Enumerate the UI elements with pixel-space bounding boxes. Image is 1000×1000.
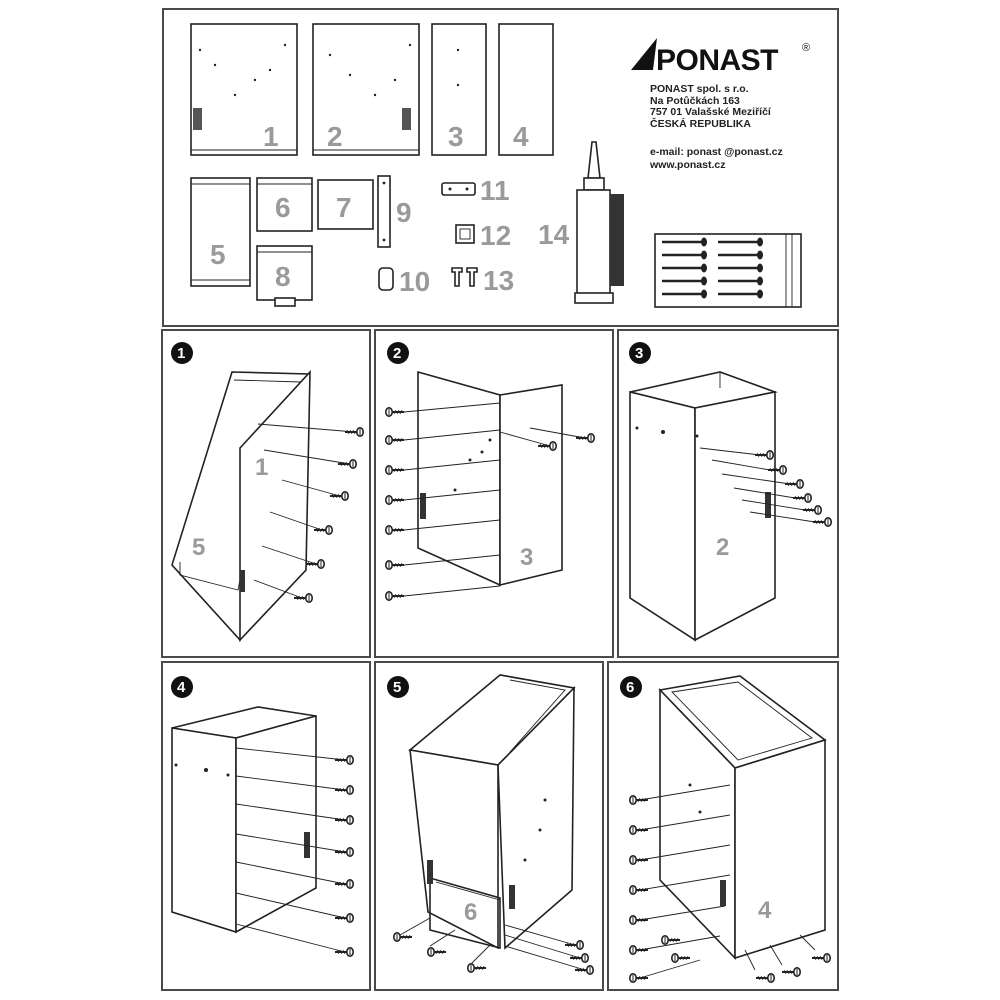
screw-icon	[662, 237, 707, 247]
part-5	[190, 177, 251, 287]
part-1	[190, 23, 298, 156]
step-badge-2: 2	[387, 342, 409, 364]
part-label-11: 11	[480, 175, 510, 206]
svg-text:1: 1	[177, 345, 185, 362]
step-2-drawing	[384, 370, 596, 602]
screw-icon	[662, 250, 707, 260]
step-badge-4: 4	[171, 676, 193, 698]
address-line-country: ČESKÁ REPUBLIKA	[650, 117, 751, 130]
part-11	[441, 182, 476, 196]
step-badge-5: 5	[387, 676, 409, 698]
svg-text:4: 4	[177, 679, 186, 696]
part-4	[498, 23, 554, 156]
part-label-12: 12	[480, 220, 511, 251]
step-1-label-1: 1	[255, 454, 268, 481]
part-label-10: 10	[399, 266, 430, 297]
step-4-drawing	[171, 706, 355, 958]
step-5-panel	[374, 661, 604, 991]
step-3-label-2: 2	[716, 534, 729, 561]
step-5-label-6: 6	[464, 899, 477, 926]
company-contact: e-mail: ponast @ponast.cz www.ponast.cz	[650, 146, 783, 172]
part-3	[431, 23, 487, 156]
part-6	[256, 177, 313, 232]
part-13	[451, 267, 478, 287]
part-label-14: 14	[538, 219, 570, 250]
step-6-label-4: 4	[758, 897, 772, 924]
step-1-label-5: 5	[192, 534, 205, 561]
part-label-7: 7	[336, 192, 352, 223]
address-line-company: PONAST spol. s r.o.	[650, 83, 749, 95]
screw-icon	[662, 289, 707, 299]
step-badge-1: 1	[171, 342, 193, 364]
step-1-drawing	[171, 369, 365, 643]
screw-icon	[718, 237, 763, 247]
part-label-2: 2	[327, 121, 343, 152]
step-3-drawing	[629, 371, 833, 642]
part-label-5: 5	[210, 239, 226, 270]
screw-icon	[662, 276, 707, 286]
screw-icon	[718, 276, 763, 286]
brand-logo-triangle-icon	[631, 38, 657, 70]
registered-mark: ®	[802, 42, 811, 54]
screw-icon	[662, 263, 707, 273]
brand-name: PONAST	[656, 44, 779, 77]
step-badge-6: 6	[620, 676, 642, 698]
screw-icon	[718, 263, 763, 273]
glue-tube-icon	[574, 141, 624, 304]
step-2-label-3: 3	[520, 544, 533, 571]
part-label-6: 6	[275, 192, 291, 223]
step-2-panel	[374, 329, 614, 658]
contact-website[interactable]: www.ponast.cz	[650, 159, 726, 171]
step-6-panel	[607, 661, 839, 991]
svg-text:6: 6	[626, 679, 634, 696]
step-6-drawing	[628, 675, 832, 984]
part-label-1: 1	[263, 121, 279, 152]
screw-icon	[718, 250, 763, 260]
part-label-13: 13	[483, 265, 514, 296]
step-3-panel	[617, 329, 839, 658]
svg-text:3: 3	[635, 345, 643, 362]
part-label-9: 9	[396, 197, 412, 228]
part-label-8: 8	[275, 261, 291, 292]
part-9	[377, 175, 391, 248]
address-line-street: Na Potůčkách 163	[650, 94, 740, 107]
step-badge-3: 3	[629, 342, 651, 364]
step-5-drawing	[392, 674, 595, 976]
step-1-panel	[161, 329, 371, 658]
svg-text:2: 2	[393, 345, 401, 362]
part-12	[455, 224, 475, 244]
contact-email[interactable]: e-mail: ponast @ponast.cz	[650, 146, 783, 158]
part-7	[317, 179, 374, 230]
company-address: PONAST spol. s r.o. Na Potůčkách 163 757…	[650, 83, 771, 130]
part-2	[312, 23, 420, 156]
part-8	[256, 245, 313, 307]
part-label-3: 3	[448, 121, 464, 152]
step-4-panel	[161, 661, 371, 991]
svg-text:5: 5	[393, 679, 401, 696]
part-label-4: 4	[513, 121, 529, 152]
part-10	[378, 267, 394, 291]
screw-icon	[718, 289, 763, 299]
address-line-city: 757 01 Valašské Meziříčí	[650, 106, 771, 118]
